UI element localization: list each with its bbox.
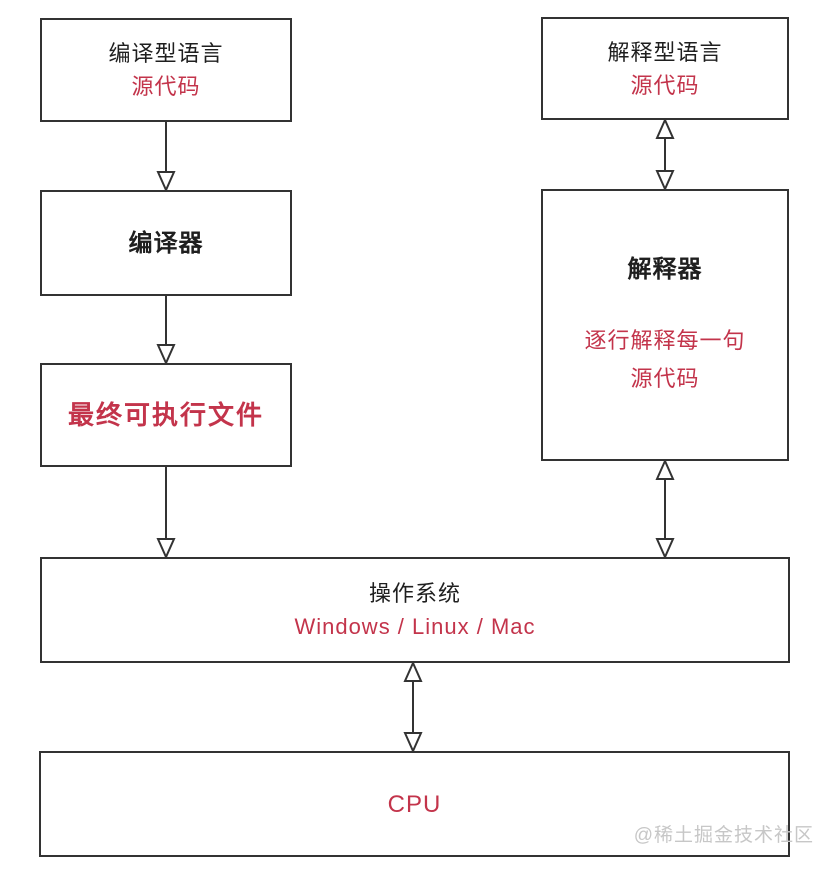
box-subtitle-line2: 源代码 xyxy=(630,365,700,391)
box-subtitle: 源代码 xyxy=(131,74,201,99)
box-title: 编译型语言 xyxy=(108,41,224,66)
cpu-box: CPU xyxy=(39,751,790,857)
compiler-box: 编译器 xyxy=(40,190,292,296)
box-subtitle: 源代码 xyxy=(630,72,700,98)
box-title: 编译器 xyxy=(128,229,204,257)
box-title: 解释器 xyxy=(627,255,703,283)
box-subtitle-line1: 逐行解释每一句 xyxy=(584,327,746,353)
arrow-down-icon xyxy=(156,467,176,560)
operating-system-box: 操作系统 Windows / Linux / Mac xyxy=(40,557,790,663)
executable-file-box: 最终可执行文件 xyxy=(40,363,292,467)
double-arrow-icon xyxy=(403,660,423,754)
double-arrow-icon xyxy=(655,117,675,192)
box-title: CPU xyxy=(387,790,442,818)
watermark: @稀土掘金技术社区 xyxy=(633,825,814,846)
box-title: 解释型语言 xyxy=(607,39,723,65)
box-title: 操作系统 xyxy=(368,581,461,606)
arrow-down-icon xyxy=(156,122,176,193)
interpreter-box: 解释器 逐行解释每一句 源代码 xyxy=(541,189,789,461)
interpreted-language-box: 解释型语言 源代码 xyxy=(541,17,789,120)
double-arrow-icon xyxy=(655,458,675,560)
arrow-down-icon xyxy=(156,296,176,366)
box-subtitle: Windows / Linux / Mac xyxy=(294,614,536,639)
compiled-language-box: 编译型语言 源代码 xyxy=(40,18,292,122)
box-title: 最终可执行文件 xyxy=(67,399,264,430)
